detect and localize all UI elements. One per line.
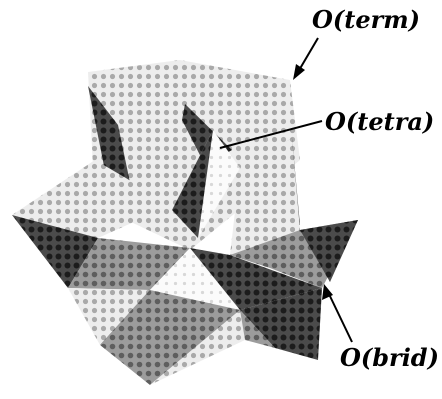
pointer-line-brid [327,291,353,343]
pointer-line-term [297,37,319,73]
octahedron-face [12,160,172,238]
octahedron-face [150,310,245,385]
octahedron-face [88,86,132,192]
tetrahedron-face [172,130,213,238]
arrowhead-term [293,64,305,80]
octahedron-face [190,248,322,310]
octahedron-face [230,138,300,255]
octahedron-face [100,290,240,385]
octahedron-face [240,288,322,360]
arrowhead-brid [322,284,333,300]
label-o-brid: O(brid) [340,343,439,372]
octahedron-face [12,215,98,288]
label-o-tetra: O(tetra) [325,107,435,136]
octahedron-face [300,220,358,282]
octahedron-face [230,255,322,288]
pointer-line-tetra [219,120,323,149]
octahedron-face [68,288,150,345]
octahedron-face [68,238,190,290]
label-o-term: O(term) [312,5,421,34]
octahedron-face [240,310,275,348]
